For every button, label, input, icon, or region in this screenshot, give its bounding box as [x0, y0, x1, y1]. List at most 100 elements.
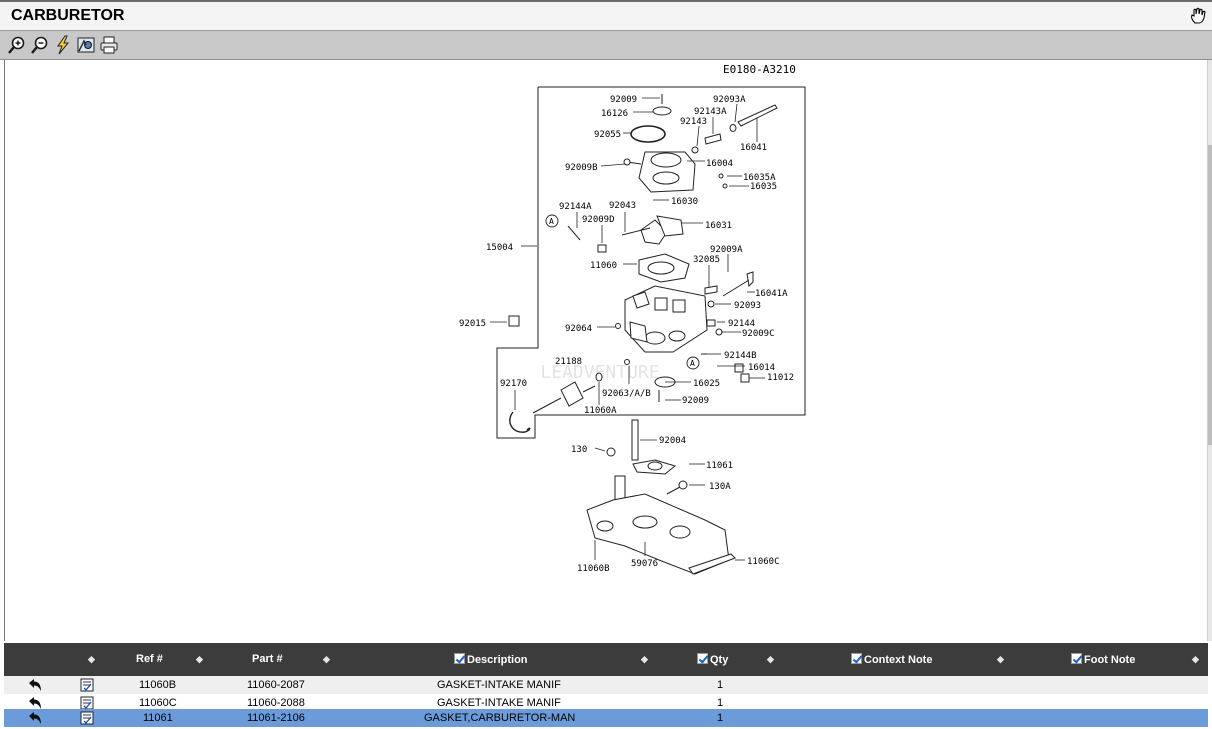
parts-diagram[interactable]: LEADVENTURE E0180-A3210 — [4, 60, 1208, 641]
toolbar — [0, 31, 1212, 60]
sort-icon[interactable]: ◆ — [196, 654, 203, 664]
label-59076[interactable]: 59076 — [631, 559, 658, 569]
column-label: Description — [467, 654, 528, 666]
parts-table: ◆ Ref # ◆ Part # ◆ Description ◆ Qty ◆ C… — [4, 643, 1208, 729]
description-column-checkbox[interactable] — [454, 653, 465, 664]
qty-column-checkbox[interactable] — [697, 653, 708, 664]
label-11060b[interactable]: 11060B — [577, 564, 610, 574]
part-number-cell: 11061-2106 — [247, 712, 305, 724]
callout-a-top: A — [549, 217, 554, 226]
label-16041a[interactable]: 16041A — [755, 289, 788, 299]
lightning-icon[interactable] — [53, 35, 73, 55]
label-92143[interactable]: 92143 — [680, 117, 707, 127]
zoom-out-icon[interactable] — [30, 35, 50, 55]
go-to-diagram-icon[interactable] — [26, 678, 44, 692]
print-icon[interactable] — [99, 35, 119, 55]
qty-cell: 1 — [717, 712, 724, 724]
column-header-foot-note[interactable]: Foot Note — [1071, 653, 1135, 666]
zoom-in-icon[interactable] — [7, 35, 27, 55]
description-cell: GASKET,CARBURETOR-MAN — [424, 712, 576, 724]
label-92009b[interactable]: 92009B — [565, 163, 598, 173]
diagram-scrollbar[interactable] — [1207, 60, 1212, 641]
diagram-code: E0180-A3210 — [723, 63, 796, 76]
label-16035[interactable]: 16035 — [750, 182, 777, 192]
label-16035a[interactable]: 16035A — [743, 173, 776, 183]
sort-icon[interactable]: ◆ — [767, 654, 774, 664]
go-to-diagram-icon[interactable] — [26, 696, 44, 710]
qty-cell: 1 — [717, 697, 724, 709]
sort-icon[interactable]: ◆ — [641, 654, 648, 664]
label-92009d[interactable]: 92009D — [582, 215, 615, 225]
label-92063-a-b[interactable]: 92063/A/B — [602, 389, 651, 399]
label-130[interactable]: 130 — [571, 445, 587, 455]
label-92043[interactable]: 92043 — [609, 201, 636, 211]
label-92093[interactable]: 92093 — [734, 301, 761, 311]
label-92055[interactable]: 92055 — [594, 130, 621, 140]
label-92009c[interactable]: 92009C — [742, 329, 775, 339]
sort-icon[interactable]: ◆ — [88, 654, 95, 664]
qty-cell: 1 — [717, 679, 724, 691]
label-92144a[interactable]: 92144A — [559, 202, 592, 212]
label-92170[interactable]: 92170 — [500, 379, 527, 389]
label-16031[interactable]: 16031 — [705, 221, 732, 231]
label-92009[interactable]: 92009 — [610, 95, 637, 105]
label-11061[interactable]: 11061 — [706, 461, 733, 471]
table-row[interactable]: 11060C 11060-2088 GASKET-INTAKE MANIF 1 — [4, 694, 1208, 712]
label-92009-lower[interactable]: 92009 — [682, 396, 709, 406]
label-16025[interactable]: 16025 — [693, 379, 720, 389]
label-92144[interactable]: 92144 — [728, 319, 755, 329]
notepad-icon[interactable] — [80, 696, 94, 710]
part-number-cell: 11060-2088 — [247, 697, 305, 709]
column-header-description[interactable]: Description — [454, 653, 528, 666]
label-16004[interactable]: 16004 — [706, 159, 733, 169]
description-cell: GASKET-INTAKE MANIF — [437, 697, 561, 709]
table-row[interactable]: 11060B 11060-2087 GASKET-INTAKE MANIF 1 — [4, 676, 1208, 694]
label-16126[interactable]: 16126 — [601, 109, 628, 119]
sort-icon[interactable]: ◆ — [323, 654, 330, 664]
label-11060a[interactable]: 11060A — [584, 406, 617, 416]
notepad-icon[interactable] — [80, 678, 94, 692]
label-11060c[interactable]: 11060C — [747, 557, 780, 567]
part-number-cell: 11060-2087 — [247, 679, 305, 691]
label-15004[interactable]: 15004 — [486, 243, 513, 253]
column-label: Foot Note — [1084, 654, 1136, 666]
column-header-ref[interactable]: Ref # — [136, 653, 163, 665]
label-92093a[interactable]: 92093A — [713, 95, 746, 105]
label-11012[interactable]: 11012 — [767, 373, 794, 383]
column-header-qty[interactable]: Qty — [697, 653, 728, 666]
watermark: LEADVENTURE — [540, 362, 659, 383]
title-bar: CARBURETOR — [0, 0, 1212, 31]
label-16041[interactable]: 16041 — [740, 143, 767, 153]
hand-pointer-icon[interactable] — [1188, 6, 1208, 26]
label-32085[interactable]: 32085 — [693, 255, 720, 265]
label-92144b[interactable]: 92144B — [724, 351, 757, 361]
label-11060[interactable]: 11060 — [590, 261, 617, 271]
column-label: Context Note — [864, 654, 933, 666]
table-row-selected[interactable]: 11061 11061-2106 GASKET,CARBURETOR-MAN 1 — [4, 709, 1208, 727]
context-note-column-checkbox[interactable] — [851, 653, 862, 664]
sort-icon[interactable]: ◆ — [997, 654, 1004, 664]
label-92004[interactable]: 92004 — [659, 436, 686, 446]
settings-icon[interactable] — [76, 35, 96, 55]
column-header-part[interactable]: Part # — [252, 653, 283, 665]
label-21188[interactable]: 21188 — [555, 357, 582, 367]
label-16014[interactable]: 16014 — [748, 363, 775, 373]
page-title: CARBURETOR — [11, 7, 125, 24]
label-130a[interactable]: 130A — [709, 482, 731, 492]
label-92064[interactable]: 92064 — [565, 324, 592, 334]
foot-note-column-checkbox[interactable] — [1071, 653, 1082, 664]
column-label: Qty — [710, 654, 729, 666]
ref-cell: 11060B — [139, 679, 177, 691]
label-92015[interactable]: 92015 — [459, 319, 486, 329]
sort-icon[interactable]: ◆ — [1192, 654, 1199, 664]
scrollbar-thumb[interactable] — [1208, 145, 1212, 445]
ref-cell: 11060C — [139, 697, 177, 709]
label-16030[interactable]: 16030 — [671, 197, 698, 207]
column-header-context-note[interactable]: Context Note — [851, 653, 932, 666]
go-to-diagram-icon[interactable] — [26, 711, 44, 725]
notepad-icon[interactable] — [80, 711, 94, 725]
label-92143a[interactable]: 92143A — [694, 107, 727, 117]
table-header: ◆ Ref # ◆ Part # ◆ Description ◆ Qty ◆ C… — [4, 643, 1208, 676]
label-92009a[interactable]: 92009A — [710, 245, 743, 255]
